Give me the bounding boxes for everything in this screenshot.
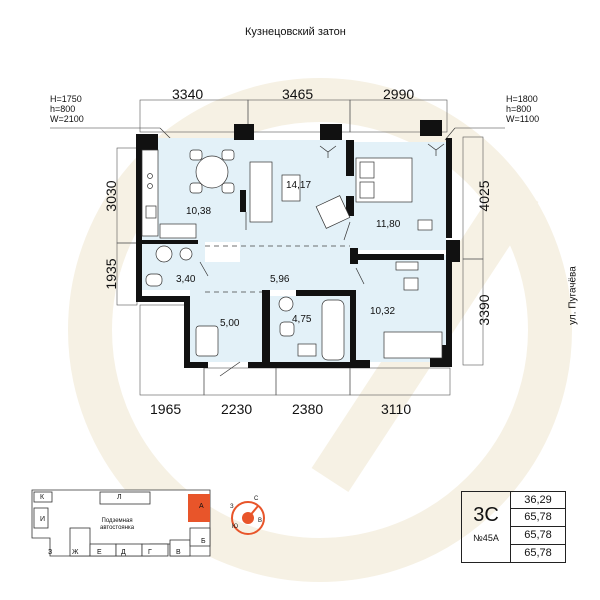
dim-right-1: 4025 xyxy=(476,180,492,212)
apartment-areas: 36,29 65,78 65,78 65,78 xyxy=(511,491,566,563)
dim-top-3: 2990 xyxy=(383,86,415,102)
room-area-bedroom-2: 10,32 xyxy=(370,306,396,317)
keyplan-section-v: В xyxy=(176,549,181,556)
complex-title: Кузнецовский затон xyxy=(245,26,346,38)
compass-west: З xyxy=(230,504,234,510)
keyplan-parking: Подземная автостоянка xyxy=(100,518,135,531)
dim-left-1: 3030 xyxy=(103,180,119,212)
keyplan-section-zh: Ж xyxy=(72,549,79,556)
apartment-area-4: 65,78 xyxy=(511,545,566,563)
apartment-number: №45А xyxy=(473,533,499,543)
compass-east: В xyxy=(258,518,263,524)
room-area-wardrobe: 5,00 xyxy=(220,318,240,329)
apartment-area-3: 65,78 xyxy=(511,527,566,545)
room-area-living: 14,17 xyxy=(286,180,312,191)
keyplan-section-z: З xyxy=(48,549,53,556)
dim-bottom-2: 2230 xyxy=(221,401,253,417)
window-info-right: H=1800 h=800 W=1100 xyxy=(506,94,540,124)
compass-south: Ю xyxy=(232,524,239,530)
room-area-hall: 5,96 xyxy=(270,274,290,285)
dim-right-2: 3390 xyxy=(476,294,492,326)
room-area-bath-1: 3,40 xyxy=(176,274,196,285)
window-info-left: H=1750 h=800 W=2100 xyxy=(50,94,84,124)
compass-icon xyxy=(231,501,265,535)
room-area-bath-2: 4,75 xyxy=(292,314,312,325)
apartment-area-2: 65,78 xyxy=(511,509,566,527)
apartment-badge: 3С №45А 36,29 65,78 65,78 65,78 xyxy=(461,491,566,563)
keyplan-section-b: Б xyxy=(201,538,206,545)
dim-top-2: 3465 xyxy=(282,86,314,102)
dim-top-1: 3340 xyxy=(172,86,204,102)
keyplan-section-l: Л xyxy=(117,494,122,501)
keyplan-section-a: А xyxy=(199,503,204,510)
keyplan-section-g: Г xyxy=(148,549,152,556)
room-area-kitchen: 10,38 xyxy=(186,206,212,217)
keyplan-section-i: И xyxy=(40,516,46,523)
dim-bottom-1: 1965 xyxy=(150,401,182,417)
dim-bottom-3: 2380 xyxy=(292,401,324,417)
street-label: ул. Пугачёва xyxy=(567,266,579,325)
room-area-bedroom-1: 11,80 xyxy=(376,219,401,230)
dim-bottom-4: 3110 xyxy=(381,401,412,417)
compass-north: С xyxy=(254,496,259,502)
apartment-area-1: 36,29 xyxy=(511,491,566,509)
apartment-code: 3С №45А xyxy=(461,491,511,563)
apartment-type: 3С xyxy=(473,504,499,526)
dim-left-2: 1935 xyxy=(103,258,119,290)
keyplan-section-e: Е xyxy=(97,549,102,556)
keyplan-section-d: Д xyxy=(121,549,126,556)
key-plan xyxy=(31,489,211,557)
keyplan-section-k: К xyxy=(40,494,45,501)
